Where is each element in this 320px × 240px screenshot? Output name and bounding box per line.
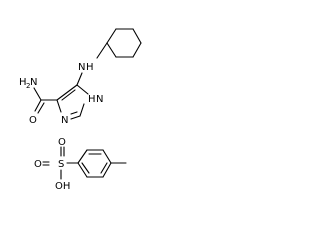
hydroxyl-label: OH xyxy=(55,181,70,192)
oxygen-top-label: O xyxy=(58,137,66,148)
ring-nitrogen-bottom-label: N xyxy=(61,115,68,126)
chemical-structure-diagram: N H H N N O H 2 xyxy=(19,28,142,192)
oxygen-bottom-label: O xyxy=(34,159,42,170)
imidazole-carboxamide-molecule: N H H N N O H 2 xyxy=(19,28,142,126)
bond-nh-c5 xyxy=(76,72,83,86)
bond-carbonyl-nh2 xyxy=(33,87,42,101)
sulfur-label: S xyxy=(58,159,64,170)
bond-carbonyl-oxygen-2 xyxy=(37,102,45,114)
bond-cyclohexyl-nh xyxy=(96,42,108,59)
amide-nitrogen-label: N xyxy=(30,77,37,88)
ring-nitrogen-top-label: N xyxy=(96,94,103,105)
cyclohexyl-ring xyxy=(106,28,142,58)
p-toluenesulfonic-acid-molecule: S O O OH xyxy=(34,137,127,192)
amine-hydrogen-label: H xyxy=(86,62,94,73)
amide-hydrogen-label: H xyxy=(19,77,27,88)
amine-nitrogen-label: N xyxy=(78,62,85,73)
bond-carbonyl-oxygen-1 xyxy=(34,99,42,112)
ring-nitrogen-top-hydrogen-label: H xyxy=(88,94,96,105)
amide-hydrogen-count-label: 2 xyxy=(26,82,30,90)
imidazole-ring xyxy=(56,84,89,120)
benzene-ring xyxy=(77,149,112,178)
amide-oxygen-label: O xyxy=(29,115,37,126)
